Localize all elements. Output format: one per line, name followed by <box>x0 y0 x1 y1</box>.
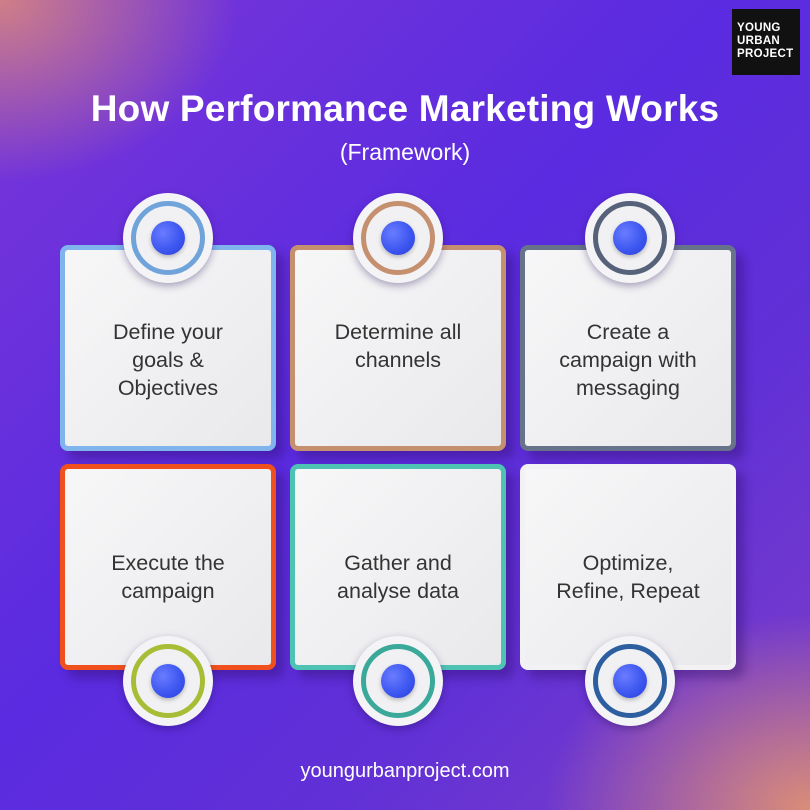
step-3-core-dot <box>613 221 647 255</box>
step-card-2-text: Determine all channels <box>334 320 462 372</box>
step-2-core-dot <box>381 221 415 255</box>
page-title: How Performance Marketing Works <box>90 88 720 129</box>
page-subtitle: (Framework) <box>339 139 471 165</box>
step-2-circle-icon <box>353 193 443 283</box>
step-1-core-dot <box>151 221 185 255</box>
step-card-1-text: Define your goals & Objectives <box>113 320 223 400</box>
step-3-ring <box>593 201 667 275</box>
step-card-3: Create a campaign with messaging <box>520 245 736 451</box>
step-card-6: Optimize, Refine, Repeat <box>520 464 736 670</box>
step-card-5-text: Gather and analyse data <box>337 551 459 603</box>
website-link[interactable]: youngurbanproject.com <box>300 760 510 782</box>
step-3-circle-icon <box>585 193 675 283</box>
step-card-3-text: Create a campaign with messaging <box>559 320 697 400</box>
logo-line-3: PROJECT <box>737 48 794 60</box>
step-4-core-dot <box>151 664 185 698</box>
step-6-circle-icon <box>585 636 675 726</box>
step-4-circle-icon <box>123 636 213 726</box>
logo-line-2: URBAN <box>737 35 781 47</box>
step-1-circle-icon <box>123 193 213 283</box>
step-5-core-dot <box>381 664 415 698</box>
step-card-4-text: Execute the campaign <box>111 551 225 603</box>
step-6-core-dot <box>613 664 647 698</box>
step-card-5: Gather and analyse data <box>290 464 506 670</box>
step-card-2: Determine all channels <box>290 245 506 451</box>
logo-line-1: YOUNG <box>737 22 781 34</box>
step-card-6-text: Optimize, Refine, Repeat <box>556 551 700 603</box>
step-5-circle-icon <box>353 636 443 726</box>
brand-logo: YOUNG URBAN PROJECT <box>732 9 800 75</box>
